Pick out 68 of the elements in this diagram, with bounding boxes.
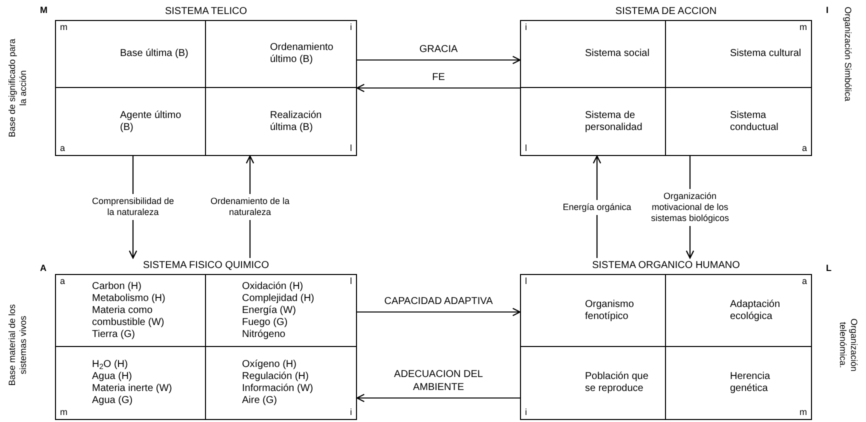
quadrant-letter: A	[40, 264, 46, 273]
list-item: Agua (H)	[92, 371, 134, 383]
corner-letter: a	[60, 277, 66, 286]
list-item: Complejidad (H)	[242, 292, 314, 304]
corner-letter: l	[350, 144, 352, 153]
corner-letter: a	[60, 144, 66, 153]
list-item: Oxidación (H)	[242, 280, 304, 292]
quadrant-letter: L	[826, 264, 832, 273]
quadrant-cell	[521, 275, 666, 347]
corner-letter: i	[350, 23, 352, 32]
cell-text: Organismo fenotípico	[585, 298, 635, 322]
cell-text: Sistema conductual	[730, 110, 780, 134]
corner-letter: i	[525, 23, 527, 32]
arrow	[356, 394, 520, 402]
side-label: Base de significado para la acción	[7, 38, 29, 138]
list-item: Agua (G)	[92, 395, 134, 407]
system-heading: SISTEMA DE ACCION	[614, 5, 718, 19]
quadrant-cell	[206, 275, 356, 347]
list-item: Aire (G)	[242, 395, 278, 407]
cell-text: Realización última (B)	[270, 110, 323, 134]
list-item: Tierra (G)	[92, 328, 136, 340]
list-item: Materia como combustible (W)	[92, 304, 166, 328]
list-item: Información (W)	[242, 383, 314, 395]
corner-letter: l	[350, 277, 352, 286]
quadrant-letter: I	[826, 6, 829, 15]
list-item: Materia inerte (W)	[92, 383, 172, 395]
corner-letter: m	[60, 23, 68, 32]
corner-letter: l	[525, 277, 527, 286]
quadrant-cell	[56, 21, 206, 88]
system-heading: SISTEMA ORGANICO HUMANO	[591, 259, 741, 273]
list-item: Oxígeno (H)	[242, 359, 298, 371]
corner-letter: m	[800, 23, 807, 32]
list-item: Nitrógeno	[242, 328, 286, 340]
list-item: Metabolismo (H)	[92, 292, 166, 304]
corner-letter: i	[525, 408, 527, 417]
cell-text: Adaptación ecológica	[730, 298, 782, 322]
list-item: Regulación (H)	[242, 371, 310, 383]
corner-letter: l	[525, 144, 527, 153]
arrow	[356, 84, 520, 92]
system-heading: SISTEMA TELICO	[164, 5, 248, 19]
cell-text: Agente último (B)	[120, 110, 182, 134]
list-item: Energía (W)	[242, 304, 297, 316]
cell-text: Sistema social	[585, 48, 650, 60]
list-item: Carbon (H)	[92, 280, 142, 292]
system-heading: SISTEMA FISICO QUIMICO	[142, 259, 270, 273]
arrow	[357, 56, 521, 64]
quadrant-cell	[56, 275, 206, 347]
corner-letter: a	[802, 144, 807, 153]
edge-label: Energía orgánica	[562, 200, 632, 214]
cell-text: Sistema de personalidad	[585, 110, 644, 134]
side-label: Organización telenómica.	[837, 317, 859, 374]
cell-text: Población que se reproduce	[585, 371, 650, 395]
cell-text: Base última (B)	[120, 48, 188, 60]
corner-letter: m	[800, 408, 807, 417]
cell-text: Herencia genética	[730, 371, 772, 395]
side-label: Base material de los sistemas vivos	[7, 303, 29, 388]
quadrant-cell	[206, 21, 356, 88]
corner-letter: i	[350, 408, 352, 417]
list-item: Fuego (G)	[242, 316, 289, 328]
quadrant-letter: M	[40, 6, 48, 15]
corner-letter: m	[60, 408, 68, 417]
arrow	[357, 308, 521, 316]
cell-text: Sistema cultural	[730, 48, 802, 60]
quadrant-cell	[521, 21, 666, 88]
side-label: Organización Simbólica	[842, 6, 854, 102]
corner-letter: a	[802, 277, 807, 286]
list-item: H$_{2}$O (H)	[92, 359, 129, 371]
cell-text: Ordenamiento último (B)	[270, 42, 334, 66]
